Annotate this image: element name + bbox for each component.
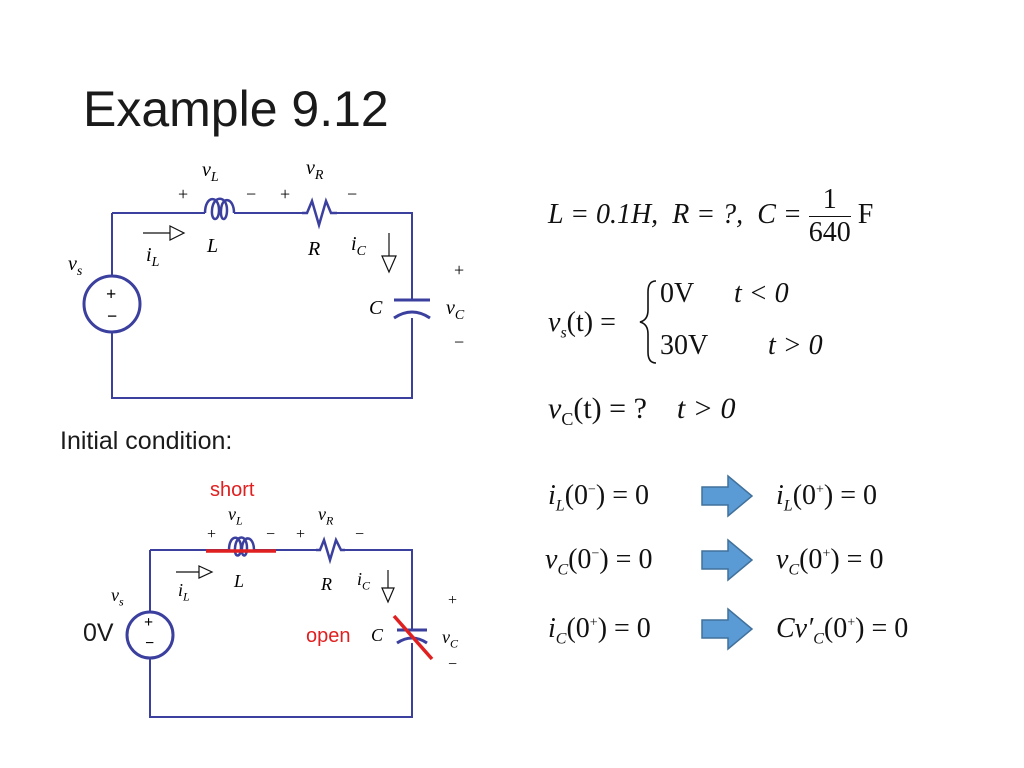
param-C-lhs: C = (757, 198, 802, 230)
slide-title: Example 9.12 (83, 81, 389, 137)
bottom-source-minus: − (145, 635, 155, 652)
vs-case-2-value: 30V (660, 330, 709, 361)
top-inductor-symbol (203, 197, 236, 221)
bottom-vC-plus: + (448, 592, 458, 609)
top-vC-label: vC (446, 297, 465, 323)
bottom-vR-label: vR (318, 504, 334, 528)
top-wire-top-right (337, 212, 413, 300)
bottom-source-plus: + (144, 614, 154, 631)
row2-left-equation: vC(0−) = 0 (545, 544, 653, 579)
top-source-plus: + (106, 284, 117, 304)
top-L-label: L (207, 235, 219, 257)
vs-case-1-value: 0V (660, 278, 695, 309)
initial-condition-label: Initial condition: (60, 427, 233, 455)
bottom-iC-label: iC (357, 569, 371, 593)
row3-right-equation: Cv′C(0+) = 0 (776, 613, 909, 648)
param-C-numerator: 1 (808, 186, 851, 217)
row3-left-equation: iC(0+) = 0 (548, 613, 651, 648)
bottom-vR-plus: + (296, 526, 306, 543)
row1-right-equation: iL(0+) = 0 (776, 480, 878, 515)
top-wire-left-lower (111, 318, 413, 399)
bottom-vL-minus: − (266, 526, 276, 543)
bottom-R-label: R (321, 574, 332, 594)
bottom-vL-plus: + (207, 526, 217, 543)
bottom-wire-top-right (345, 549, 413, 629)
implication-arrow-2 (701, 538, 754, 582)
implication-arrow-3 (701, 607, 754, 651)
top-vL-plus: + (178, 184, 189, 204)
param-R: R = ?, (672, 198, 744, 230)
parameter-equation: L = 0.1H, R = ?, C = 1 640 F (548, 186, 873, 247)
top-iC-label: iC (351, 233, 366, 259)
bottom-iL-arrowhead (198, 565, 214, 579)
top-resistor-symbol (302, 197, 337, 230)
top-voltage-source (82, 274, 142, 334)
source-zero-volt-label: 0V (83, 619, 114, 647)
vs-case-1-condition: t < 0 (734, 278, 789, 309)
bottom-iC-arrowhead (381, 587, 395, 604)
bottom-wire-left-lower (149, 643, 413, 718)
top-circuit (82, 197, 431, 399)
vc-question-equation: vC(t) = ? t > 0 (548, 392, 736, 429)
param-C-denominator: 640 (808, 217, 851, 248)
vs-case-2-condition: t > 0 (768, 330, 823, 361)
top-vR-label: vR (306, 157, 324, 183)
bottom-vC-minus: − (448, 656, 458, 673)
bottom-vL-label: vL (228, 504, 243, 528)
top-R-label: R (308, 238, 321, 260)
top-iC-arrowhead (381, 255, 397, 274)
short-label: short (210, 479, 255, 501)
bottom-circuit (125, 536, 428, 718)
implication-arrows (701, 474, 754, 651)
vs-lhs: vs(t) = (548, 307, 616, 342)
bottom-vC-label: vC (442, 627, 459, 651)
top-capacitor-plate-bottom (393, 310, 431, 320)
param-L: L = 0.1H, (548, 198, 659, 230)
bottom-vR-minus: − (355, 526, 365, 543)
top-C-label: C (369, 297, 383, 319)
bottom-resistor-symbol (316, 536, 345, 565)
row1-left-equation: iL(0−) = 0 (548, 480, 650, 515)
top-vs-label: vs (68, 253, 83, 279)
top-vL-label: vL (202, 159, 219, 185)
top-vC-minus: − (454, 332, 465, 352)
bottom-iL-label: iL (178, 580, 190, 604)
bottom-vs-label: vs (111, 585, 124, 609)
bottom-C-label: C (371, 625, 384, 645)
top-iL-label: iL (146, 244, 160, 270)
bottom-voltage-source (125, 610, 175, 660)
implication-arrow-1 (701, 474, 754, 518)
row2-right-equation: vC(0+) = 0 (776, 544, 884, 579)
open-circuit-marker (392, 614, 434, 661)
bottom-L-label: L (234, 571, 245, 591)
piecewise-brace (639, 280, 657, 364)
bottom-inductor-symbol (227, 536, 256, 557)
top-vR-plus: + (280, 184, 291, 204)
open-label: open (306, 625, 351, 647)
top-vR-minus: − (347, 184, 358, 204)
top-source-minus: − (107, 306, 118, 326)
param-C-unit: F (857, 198, 874, 230)
vc-question-condition: t > 0 (676, 392, 736, 425)
top-iL-arrowhead (169, 225, 186, 241)
param-C-fraction: 1 640 (808, 186, 851, 248)
top-vC-plus: + (454, 260, 465, 280)
top-vL-minus: − (246, 184, 257, 204)
